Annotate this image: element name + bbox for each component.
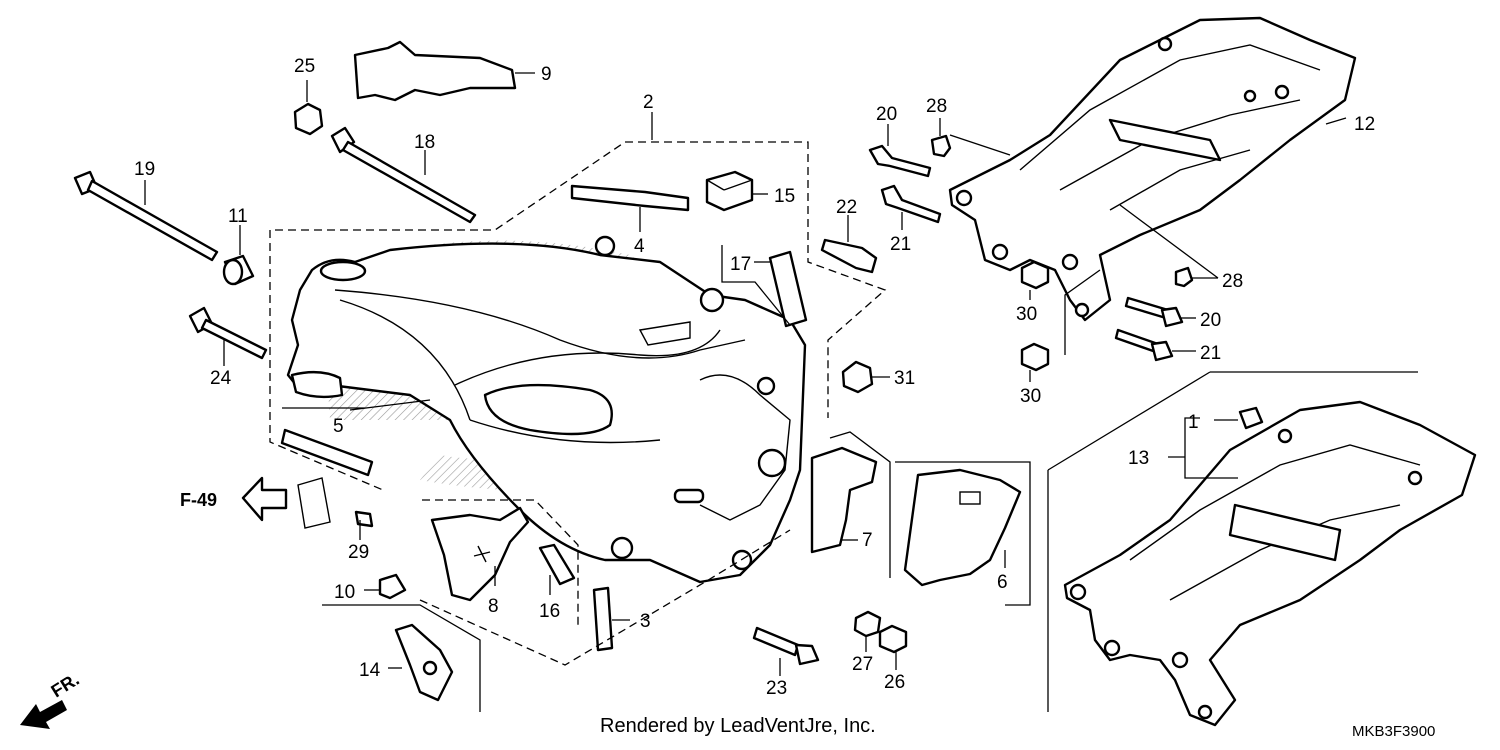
render-credit: Rendered by LeadVentJre, Inc. <box>600 715 876 737</box>
part-label-18[interactable]: 18 <box>414 132 435 153</box>
part-21-bolt-lower <box>1114 328 1160 354</box>
part-9-cover <box>353 40 517 102</box>
part-12-leader <box>1325 117 1347 125</box>
part-label-2[interactable]: 2 <box>643 92 654 113</box>
part-label-29[interactable]: 29 <box>348 542 369 563</box>
part-label-21-lower[interactable]: 21 <box>1200 343 1221 364</box>
part-label-30-lower[interactable]: 30 <box>1020 386 1041 407</box>
part-label-30-upper[interactable]: 30 <box>1016 304 1037 325</box>
part-label-5[interactable]: 5 <box>333 416 344 437</box>
part-26-nut <box>878 624 908 654</box>
main-frame-body <box>269 141 887 584</box>
reference-arrow-label: F-49 <box>180 490 217 510</box>
part-label-26[interactable]: 26 <box>884 672 905 693</box>
direction-label: FR. <box>48 669 83 701</box>
part-17-strip <box>721 245 808 328</box>
part-label-4[interactable]: 4 <box>634 236 645 257</box>
part-label-8[interactable]: 8 <box>488 596 499 617</box>
part-16-strip <box>538 543 576 586</box>
part-label-23[interactable]: 23 <box>766 678 787 699</box>
part-6-cover <box>895 461 1031 606</box>
part-label-28-lower[interactable]: 28 <box>1222 271 1243 292</box>
reference-arrow-f49[interactable]: F-49 <box>180 476 288 522</box>
part-28-leader-lower <box>1119 204 1219 279</box>
part-label-22[interactable]: 22 <box>836 197 857 218</box>
part-label-3[interactable]: 3 <box>640 611 651 632</box>
part-label-13[interactable]: 13 <box>1128 448 1149 469</box>
part-28-grommet-upper <box>930 134 952 158</box>
part-7-cover <box>810 431 891 578</box>
part-20-bolt-lower-head <box>1160 306 1184 328</box>
part-label-14[interactable]: 14 <box>359 660 381 681</box>
part-20-bolt-lower <box>1124 296 1170 320</box>
part-27-washer <box>853 610 882 638</box>
part-label-19[interactable]: 19 <box>134 159 155 180</box>
part-30-bracket-line <box>1064 269 1101 355</box>
part-14-bracket <box>322 604 481 712</box>
part-label-7[interactable]: 7 <box>862 530 873 551</box>
part-15-block <box>705 170 768 212</box>
part-1-block <box>1238 406 1264 430</box>
part-21-bolt-lower-head <box>1150 340 1174 362</box>
part-label-20-upper[interactable]: 20 <box>876 104 897 125</box>
part-19-bolt <box>73 170 219 262</box>
part-25-nut <box>293 102 324 136</box>
front-direction-arrow: FR. <box>20 669 83 729</box>
part-18-bolt <box>330 126 477 224</box>
rear-sub-frame <box>948 16 1357 322</box>
part-23-bolt <box>752 626 820 676</box>
part-22-stud <box>820 238 878 274</box>
part-label-9[interactable]: 9 <box>541 64 552 85</box>
part-label-25[interactable]: 25 <box>294 56 315 77</box>
part-8-cover <box>422 499 579 626</box>
rear-sub-frame-assembly <box>1047 371 1477 727</box>
part-30-nut-upper <box>1020 260 1050 290</box>
part-10-collar <box>378 573 407 600</box>
part-30-nut-lower <box>1020 342 1050 372</box>
part-label-20-lower[interactable]: 20 <box>1200 310 1221 331</box>
part-label-31[interactable]: 31 <box>894 368 915 389</box>
part-label-17[interactable]: 17 <box>730 254 751 275</box>
diagram-code: MKB3F3900 <box>1352 723 1435 740</box>
part-label-16[interactable]: 16 <box>539 601 560 622</box>
part-label-11[interactable]: 11 <box>228 206 248 227</box>
part-20-bolt-upper <box>868 144 932 178</box>
part-label-6[interactable]: 6 <box>997 572 1008 593</box>
part-label-24[interactable]: 24 <box>210 368 232 389</box>
part-label-1[interactable]: 1 <box>1188 412 1199 433</box>
part-number-labels: 1 2 3 4 5 6 7 8 9 10 11 12 13 14 15 16 1… <box>134 56 1375 699</box>
part-label-10[interactable]: 10 <box>334 582 355 603</box>
part-label-27[interactable]: 27 <box>852 654 873 675</box>
part-label-12[interactable]: 12 <box>1354 114 1375 135</box>
part-21-bolt-upper <box>880 184 942 224</box>
frame-underside-bracket-line <box>419 529 791 666</box>
part-label-28-upper[interactable]: 28 <box>926 96 947 117</box>
part-label-15[interactable]: 15 <box>774 186 795 207</box>
part-28-leader-upper <box>949 134 1011 156</box>
part-13-bracket-line <box>1168 417 1238 479</box>
part-4-bar <box>570 184 690 212</box>
part-label-21-upper[interactable]: 21 <box>890 234 911 255</box>
part-29-bracket <box>297 477 374 540</box>
part-11-collar <box>222 225 255 286</box>
part-3-strip <box>592 586 614 652</box>
part-28-grommet-lower <box>1174 266 1194 288</box>
part-24-bolt <box>188 306 268 366</box>
part-5-strip <box>280 399 431 477</box>
part-31-nut <box>841 360 874 394</box>
